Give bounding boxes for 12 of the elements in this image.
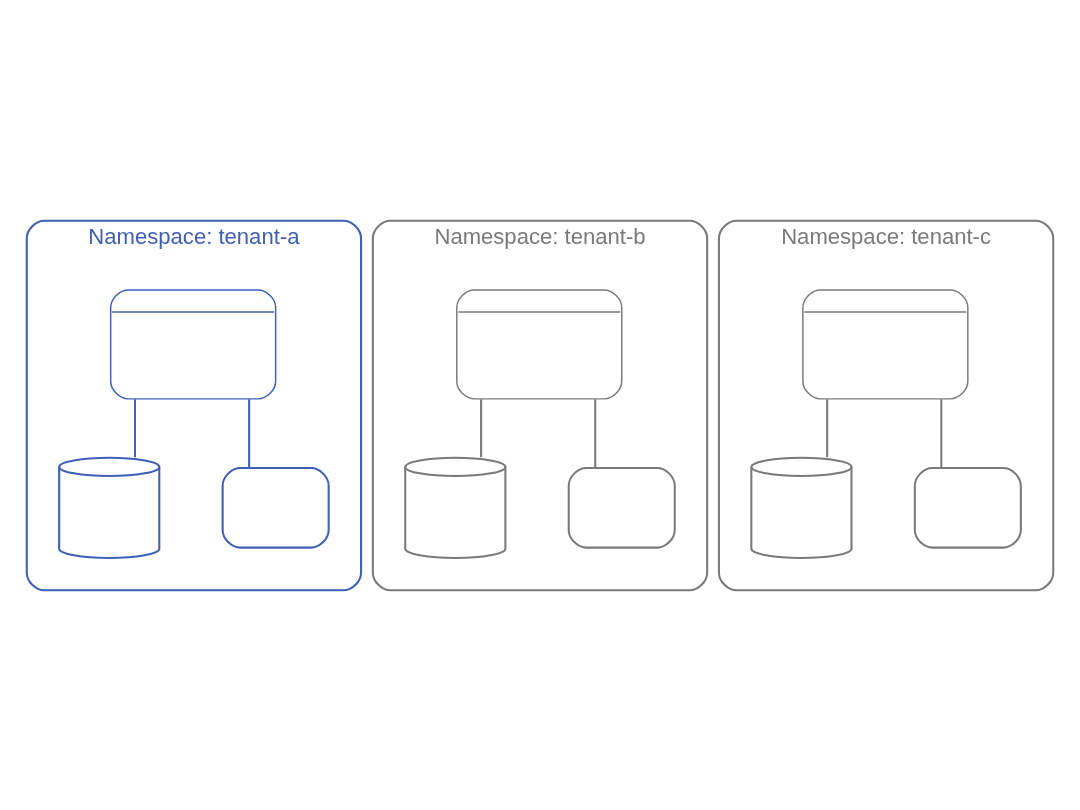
connector [248,398,251,468]
connector [594,398,597,468]
connector [940,398,943,468]
node-box [567,466,676,549]
cluster: Namespace: tenant-a [25,219,363,591]
node-box [221,466,330,549]
cluster: Namespace: tenant-b [371,219,709,591]
connector [480,398,483,457]
cluster: Namespace: tenant-c [717,219,1055,591]
connector [826,398,829,457]
node-box [913,466,1022,549]
connector [133,398,137,457]
